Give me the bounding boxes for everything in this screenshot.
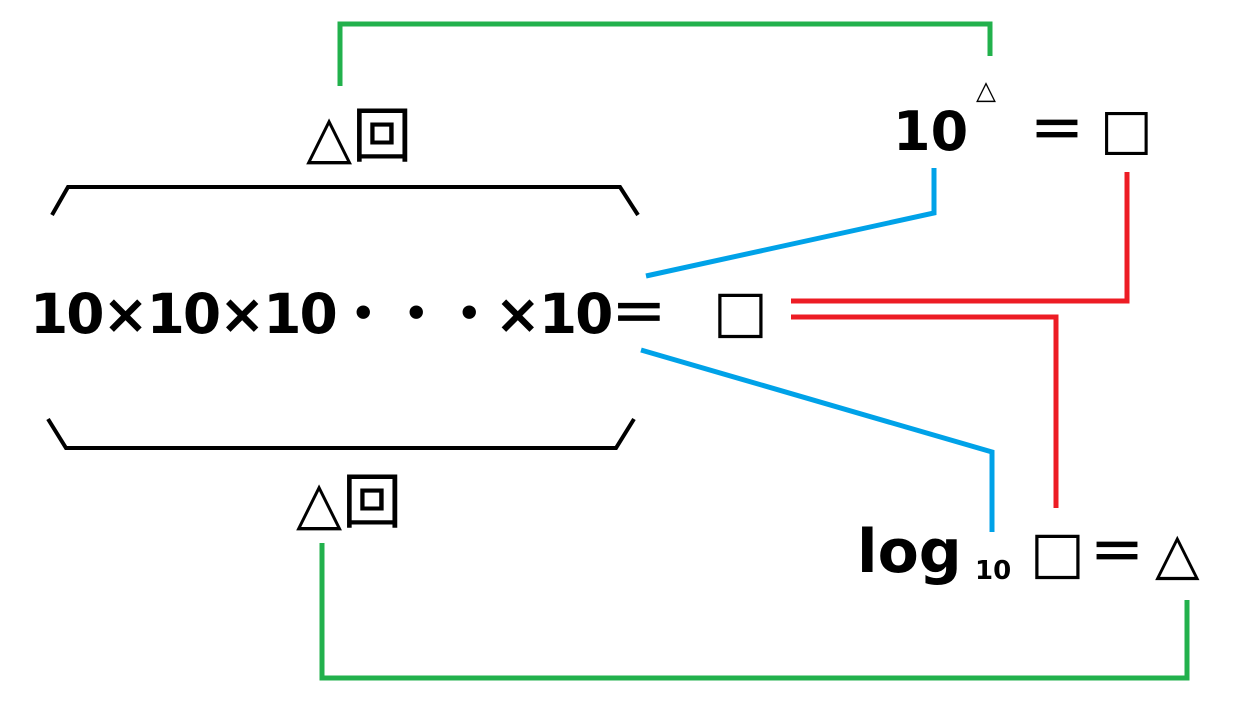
power-base: 10 (893, 100, 969, 163)
product-result: □ (713, 277, 768, 345)
log-equals: ＝ (1090, 521, 1144, 584)
log-word: log (857, 517, 962, 587)
green-bottom-connector (319, 543, 1190, 681)
product-expression: 10×10×10・・・×10＝ (30, 282, 666, 346)
log-argument: □ (1030, 518, 1085, 586)
red-top-connector (791, 172, 1130, 304)
power-equals: ＝ (1030, 99, 1084, 162)
log-result: △ (1155, 519, 1200, 587)
green-top-connector (337, 21, 993, 86)
power-exponent: △ (976, 76, 996, 106)
blue-bottom-connector (640, 347, 995, 532)
bottom-brace (46, 417, 636, 450)
top-brace (50, 185, 640, 217)
blue-top-connector (645, 168, 937, 279)
log-base: 10 (975, 556, 1012, 586)
red-bottom-connector (791, 314, 1059, 508)
power-result: □ (1100, 97, 1153, 162)
bottom-count-label: △回 (296, 468, 403, 538)
top-count-label: △回 (306, 102, 413, 172)
